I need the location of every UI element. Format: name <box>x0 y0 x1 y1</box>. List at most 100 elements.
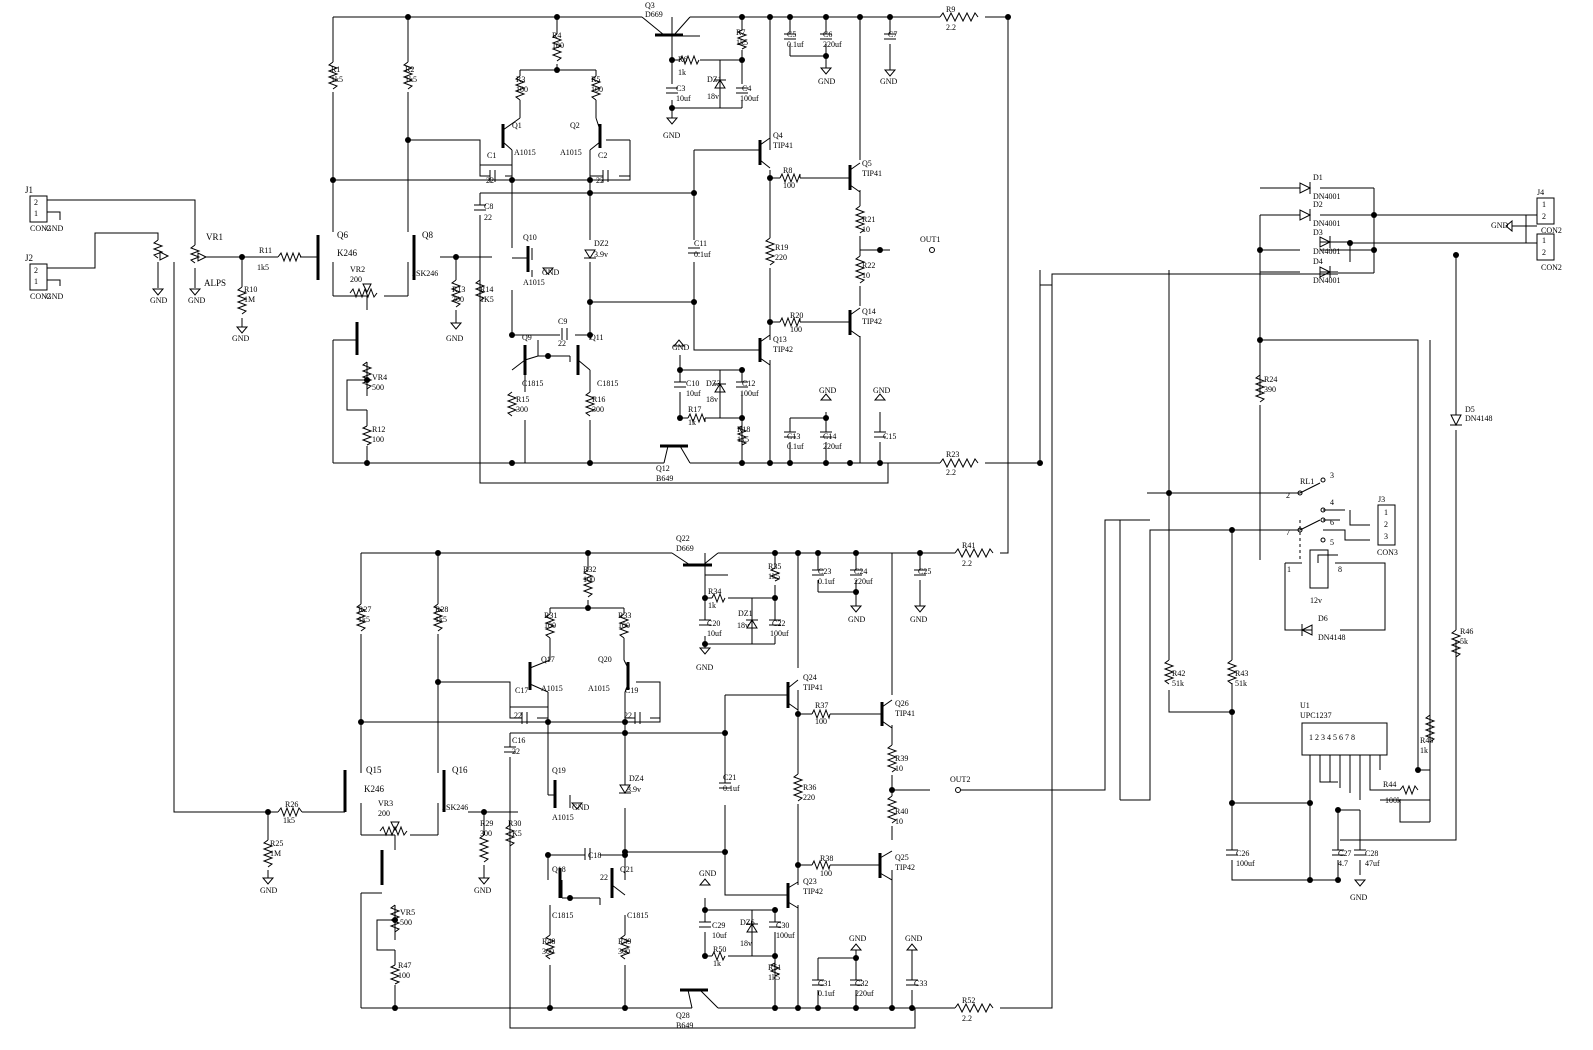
svg-text:R16: R16 <box>592 395 605 404</box>
svg-text:300: 300 <box>516 405 528 414</box>
upper-channel-wiring <box>47 16 1040 484</box>
svg-text:C19: C19 <box>625 686 638 695</box>
svg-text:Q14: Q14 <box>862 307 876 316</box>
svg-text:GND: GND <box>696 663 714 672</box>
svg-text:0.1uf: 0.1uf <box>723 784 740 793</box>
svg-text:1k5: 1k5 <box>737 435 749 444</box>
svg-text:1: 1 <box>1542 236 1546 245</box>
svg-text:7: 7 <box>1286 528 1290 537</box>
svg-text:100uf: 100uf <box>776 931 795 940</box>
svg-text:C26: C26 <box>1236 849 1249 858</box>
svg-text:300: 300 <box>452 295 464 304</box>
svg-text:A1015: A1015 <box>523 278 545 287</box>
svg-text:0.1uf: 0.1uf <box>818 989 835 998</box>
vr1-pot <box>189 244 201 264</box>
svg-text:R20: R20 <box>790 311 803 320</box>
svg-text:Q16: Q16 <box>452 765 468 775</box>
svg-text:R13: R13 <box>452 285 465 294</box>
svg-text:A1015: A1015 <box>588 684 610 693</box>
svg-text:R11: R11 <box>259 246 272 255</box>
out1-label: OUT1 <box>920 235 940 244</box>
svg-text:R42: R42 <box>1172 669 1185 678</box>
svg-text:2: 2 <box>1542 212 1546 221</box>
d1-diode <box>1299 182 1312 194</box>
svg-text:R5: R5 <box>591 75 600 84</box>
svg-text:C1: C1 <box>487 151 496 160</box>
svg-text:R26: R26 <box>285 800 298 809</box>
svg-text:R14: R14 <box>480 285 493 294</box>
svg-text:100: 100 <box>516 85 528 94</box>
svg-text:51k: 51k <box>1235 679 1247 688</box>
svg-text:Q9: Q9 <box>522 333 532 342</box>
svg-text:10: 10 <box>862 225 870 234</box>
svg-text:R4: R4 <box>552 31 561 40</box>
connector-j1 <box>29 195 48 223</box>
svg-text:DZ3: DZ3 <box>706 379 721 388</box>
svg-text:C29: C29 <box>712 921 725 930</box>
svg-text:220uf: 220uf <box>823 40 842 49</box>
svg-text:Q26: Q26 <box>895 699 909 708</box>
svg-text:47uf: 47uf <box>1365 859 1380 868</box>
svg-text:2SK246: 2SK246 <box>442 803 468 812</box>
svg-text:R7: R7 <box>736 28 745 37</box>
svg-text:DN4001: DN4001 <box>1313 219 1341 228</box>
d6-diode <box>1300 624 1313 636</box>
svg-text:GND: GND <box>663 131 681 140</box>
svg-text:GND: GND <box>699 869 717 878</box>
svg-text:22: 22 <box>624 711 632 720</box>
svg-text:1k5: 1k5 <box>405 75 417 84</box>
svg-text:C7: C7 <box>888 30 897 39</box>
svg-text:R23: R23 <box>946 450 959 459</box>
svg-text:GND: GND <box>188 296 206 305</box>
svg-text:R36: R36 <box>803 783 816 792</box>
svg-text:D3: D3 <box>1313 228 1323 237</box>
svg-text:DZ1: DZ1 <box>707 75 722 84</box>
svg-text:R32: R32 <box>583 565 596 574</box>
svg-text:C23: C23 <box>818 567 831 576</box>
svg-text:220uf: 220uf <box>855 989 874 998</box>
svg-text:R49: R49 <box>618 937 631 946</box>
svg-text:22: 22 <box>484 213 492 222</box>
svg-text:D2: D2 <box>1313 200 1323 209</box>
svg-text:DN4148: DN4148 <box>1465 414 1493 423</box>
svg-text:Q6: Q6 <box>337 230 348 240</box>
svg-text:1k: 1k <box>678 68 686 77</box>
svg-text:GND: GND <box>46 292 64 301</box>
svg-text:GND: GND <box>672 343 690 352</box>
out2-label: OUT2 <box>950 775 970 784</box>
svg-text:GND: GND <box>572 803 590 812</box>
svg-text:R44: R44 <box>1383 780 1396 789</box>
svg-text:390: 390 <box>1264 385 1276 394</box>
svg-text:U1: U1 <box>1300 701 1310 710</box>
svg-text:1k: 1k <box>1420 746 1428 755</box>
svg-text:100: 100 <box>783 181 795 190</box>
svg-text:Q5: Q5 <box>862 159 872 168</box>
svg-text:GND: GND <box>446 334 464 343</box>
svg-text:TIP42: TIP42 <box>895 863 915 872</box>
svg-text:TIP42: TIP42 <box>773 345 793 354</box>
svg-text:1k5: 1k5 <box>331 75 343 84</box>
svg-text:100: 100 <box>591 85 603 94</box>
svg-text:GND: GND <box>818 77 836 86</box>
svg-text:18v: 18v <box>707 92 719 101</box>
svg-text:R10: R10 <box>244 285 257 294</box>
svg-text:GND: GND <box>849 934 867 943</box>
svg-text:Q4: Q4 <box>773 131 783 140</box>
svg-text:R15: R15 <box>516 395 529 404</box>
svg-text:2: 2 <box>1542 248 1546 257</box>
svg-text:K246: K246 <box>364 784 384 794</box>
svg-text:VR4: VR4 <box>372 373 387 382</box>
svg-text:5: 5 <box>1330 538 1334 547</box>
svg-text:100: 100 <box>583 575 595 584</box>
svg-text:100: 100 <box>552 41 564 50</box>
svg-text:C6: C6 <box>823 30 832 39</box>
svg-text:22: 22 <box>512 747 520 756</box>
svg-text:100: 100 <box>618 621 630 630</box>
svg-text:R40: R40 <box>895 807 908 816</box>
svg-text:C9: C9 <box>558 317 567 326</box>
svg-text:R27: R27 <box>358 605 371 614</box>
svg-text:GND: GND <box>260 886 278 895</box>
protection-components: D1 DN4001 D2 DN4001 D3 DN4001 D4 DN4001 … <box>1163 173 1562 902</box>
d2-diode <box>1299 209 1312 221</box>
svg-text:10uf: 10uf <box>676 94 691 103</box>
